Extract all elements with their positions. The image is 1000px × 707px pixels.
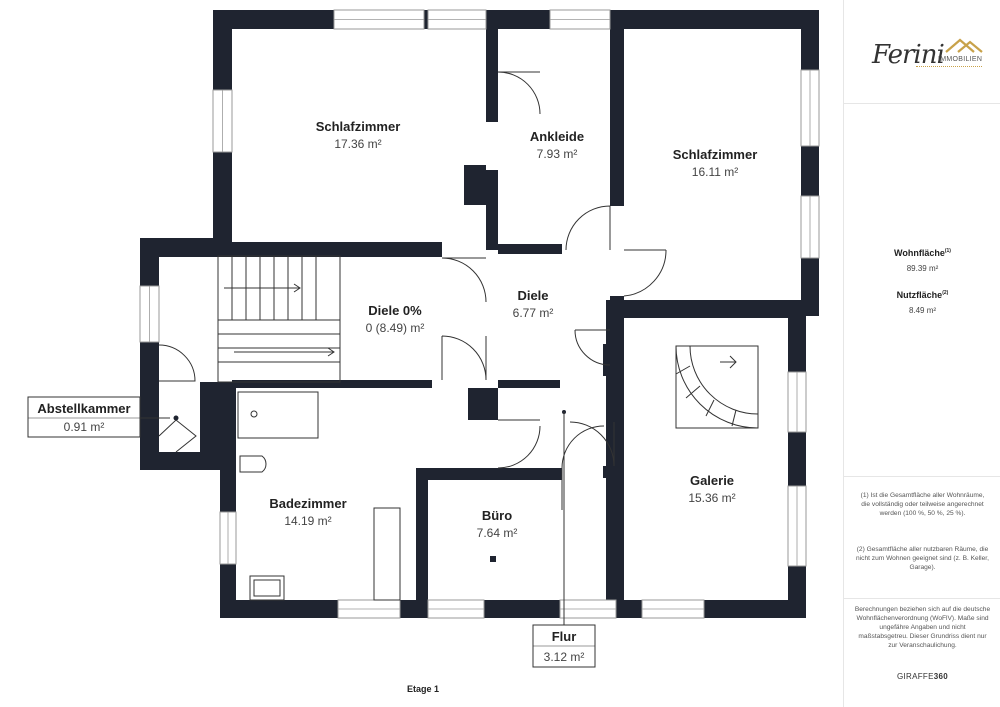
nutzflaeche-block: Nutzfläche(2) 8.49 m² [844,290,1000,315]
room-area-abstellkammer: 0.91 m² [64,420,105,434]
room-name-schlafzimmer-1: Schlafzimmer [316,119,401,134]
logo-section: Ferini IMMOBILIEN [844,0,1000,104]
abstellkammer-callout: Abstellkammer 0.91 m² [27,396,170,438]
house-roof-icon [945,38,983,53]
room-name-galerie: Galerie [690,473,734,488]
info-sidebar: Ferini IMMOBILIEN Wohnfläche(1) 89.39 m²… [843,0,1000,707]
nutzflaeche-label: Nutzfläche [896,290,943,300]
room-name-abstellkammer: Abstellkammer [37,401,130,416]
wohnflaeche-block: Wohnfläche(1) 89.39 m² [844,248,1000,273]
footnotes-section: (1) Ist die Gesamtfläche aller Wohnräume… [844,477,1000,599]
bathroom-fixtures [237,391,401,601]
room-area-flur: 3.12 m² [544,650,585,664]
company-logo: Ferini IMMOBILIEN [866,30,986,78]
disclaimer-text: Berechnungen beziehen sich auf die deuts… [854,606,991,649]
wohnflaeche-value: 89.39 m² [906,264,939,273]
room-area-schlafzimmer-1: 17.36 m² [334,137,381,151]
room-name-diele-0: Diele 0% [368,303,422,318]
staircase [217,255,341,383]
nutzflaeche-value: 8.49 m² [908,306,937,315]
room-area-badezimmer: 14.19 m² [284,514,331,528]
walls [140,10,819,618]
wohnflaeche-label: Wohnfläche [894,248,945,258]
room-area-diele-0: 0 (8.49) m² [366,321,425,335]
room-area-galerie: 15.36 m² [688,491,735,505]
area-summary-section: Wohnfläche(1) 89.39 m² Nutzfläche(2) 8.4… [844,104,1000,477]
room-name-flur: Flur [552,629,577,644]
room-name-schlafzimmer-2: Schlafzimmer [673,147,758,162]
floor-label: Etage 1 [406,684,439,694]
wohnflaeche-footnote: (1) [944,248,951,254]
doors [158,71,667,510]
room-name-badezimmer: Badezimmer [269,496,346,511]
logo-tagline-line [916,66,982,70]
room-name-buero: Büro [482,508,512,523]
nutzflaeche-footnote: (2) [942,290,949,296]
room-area-diele: 6.77 m² [513,306,554,320]
window-glass-lines [149,19,811,610]
disclaimer-section: Berechnungen beziehen sich auf die deuts… [844,599,1000,707]
room-name-diele: Diele [517,288,548,303]
logo-script: Ferini [872,40,945,70]
footnote-1: (1) Ist die Gesamtfläche aller Wohnräume… [860,492,985,517]
room-name-ankleide: Ankleide [530,129,584,144]
brand-mark: GIRAFFE360 [844,672,1000,681]
flur-callout: Flur 3.12 m² [532,412,596,668]
room-area-schlafzimmer-2: 16.11 m² [692,165,738,179]
brand-suffix: 360 [933,672,949,681]
room-area-buero: 7.64 m² [477,526,518,540]
spiral-staircase [675,345,759,429]
small-markers [173,410,566,562]
room-area-ankleide: 7.93 m² [537,147,578,161]
floor-plan: Schlafzimmer 17.36 m² Ankleide 7.93 m² S… [27,9,820,668]
room-labels: Schlafzimmer 17.36 m² Ankleide 7.93 m² S… [269,119,757,540]
brand-name: GIRAFFE [896,672,934,681]
footnote-2: (2) Gesamtfläche aller nutzbaren Räume, … [856,546,989,571]
logo-subtitle: IMMOBILIEN [938,56,983,63]
